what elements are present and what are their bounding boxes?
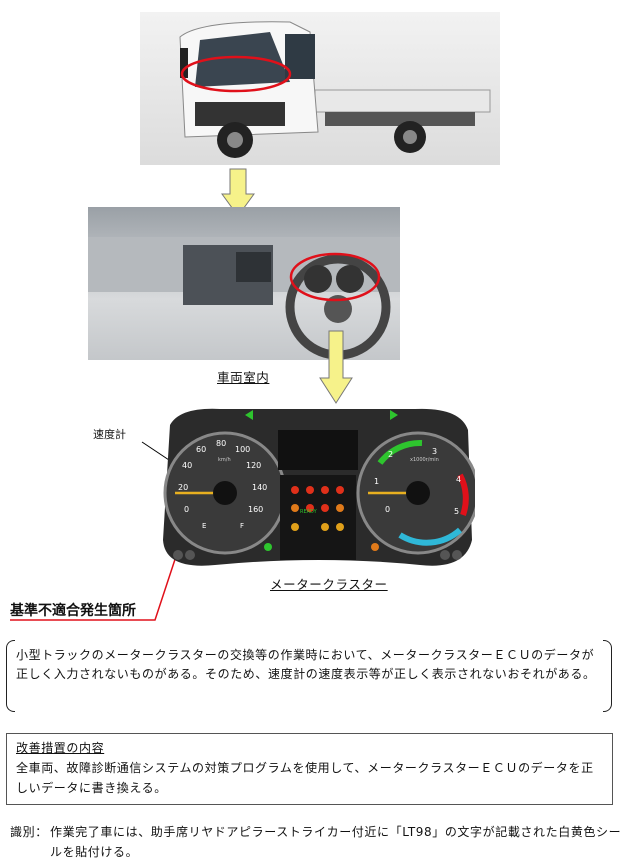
tacho-tick: 2 bbox=[388, 450, 394, 459]
truck-photo bbox=[140, 12, 500, 165]
fuel-empty: E bbox=[202, 522, 207, 530]
speed-tick: 160 bbox=[248, 505, 264, 514]
remedy-box: 改善措置の内容 全車両、故障診断通信システムの対策プログラムを使用して、メーター… bbox=[6, 733, 613, 805]
defect-description-box: 小型トラックのメータークラスターの交換等の作業時において、メータークラスターＥＣ… bbox=[6, 640, 612, 712]
down-arrow-icon bbox=[221, 168, 255, 217]
remedy-body: 全車両、故障診断通信システムの対策プログラムを使用して、メータークラスターＥＣＵ… bbox=[16, 761, 594, 795]
cluster-illustration bbox=[163, 408, 480, 566]
defect-description: 小型トラックのメータークラスターの交換等の作業時において、メータークラスターＥＣ… bbox=[16, 648, 596, 681]
dashboard-illustration bbox=[88, 237, 400, 360]
remedy-title: 改善措置の内容 bbox=[16, 741, 105, 755]
speed-unit: km/h bbox=[218, 457, 231, 463]
speedometer-label: 速度計 bbox=[93, 428, 126, 441]
speed-tick: 120 bbox=[246, 461, 262, 470]
meter-cluster: 0 20 40 60 80 100 120 140 160 km/h E F R… bbox=[160, 405, 480, 575]
cabin-label: 車両室内 bbox=[217, 370, 270, 385]
cluster-label: メータークラスター bbox=[270, 577, 388, 592]
down-arrow-icon bbox=[319, 330, 353, 404]
tacho-tick: 4 bbox=[456, 475, 462, 484]
speed-tick: 20 bbox=[178, 483, 189, 492]
tacho-unit: x1000r/min bbox=[410, 457, 439, 463]
speed-tick: 60 bbox=[196, 445, 207, 454]
tacho-tick: 5 bbox=[454, 507, 460, 516]
speed-tick: 140 bbox=[252, 483, 268, 492]
tacho-tick: 1 bbox=[374, 477, 380, 486]
bracket-right bbox=[603, 640, 612, 712]
ready-indicator: READY bbox=[300, 509, 317, 515]
defect-location-heading: 基準不適合発生箇所 bbox=[10, 603, 136, 619]
speed-tick: 40 bbox=[182, 461, 193, 470]
speed-tick: 0 bbox=[184, 505, 190, 514]
cabin-photo bbox=[88, 207, 400, 360]
tacho-tick: 0 bbox=[385, 505, 391, 514]
speed-tick: 100 bbox=[235, 445, 251, 454]
truck-illustration bbox=[179, 21, 491, 158]
tacho-tick: 3 bbox=[432, 447, 438, 456]
identification-body: 作業完了車には、助手席リヤドアピラーストライカー付近に「LT98」の文字が記載さ… bbox=[50, 825, 622, 859]
fuel-full: F bbox=[240, 522, 245, 530]
bracket-left bbox=[6, 640, 15, 712]
speed-tick: 80 bbox=[216, 439, 227, 448]
identification-label: 識別： bbox=[10, 825, 48, 839]
